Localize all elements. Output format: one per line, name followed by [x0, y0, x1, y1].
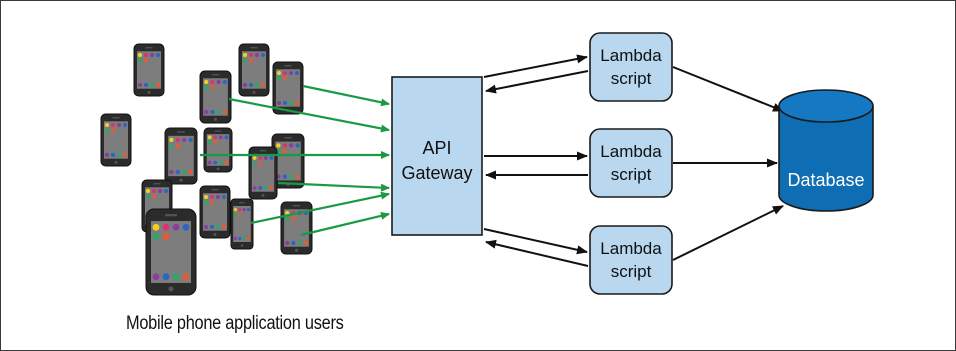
- arrow-lambda-top-to-gateway: [485, 70, 589, 94]
- lambda-middle-label-line1: Lambda: [600, 142, 662, 161]
- phone-icon: [248, 146, 278, 200]
- phone-icon: [199, 70, 232, 124]
- lambda-node-bottom: Lambda script: [589, 225, 673, 295]
- arrow-gateway-to-lambda-top: [483, 54, 588, 78]
- arrow-gateway-to-lambda-bottom: [483, 228, 588, 255]
- api-gateway-box: [391, 76, 483, 236]
- lambda-top-label-line1: Lambda: [600, 46, 662, 65]
- phone-icon: [100, 113, 132, 167]
- phone-icon: [271, 133, 305, 189]
- lambda-node-top: Lambda script: [589, 32, 673, 102]
- arrow-lambda-bottom-to-database: [672, 205, 784, 261]
- mobile-phones-group: [100, 43, 313, 296]
- lambda-middle-label-line2: script: [611, 165, 652, 184]
- lambda-box-bottom: [589, 225, 673, 295]
- phone-icon: [133, 43, 165, 97]
- green-arrow: [277, 181, 390, 192]
- green-arrow: [300, 211, 390, 237]
- phone-icon: [238, 43, 270, 97]
- gateway-lambda-arrows: [483, 54, 589, 267]
- api-gateway-label-line1: API: [422, 138, 451, 158]
- api-gateway-label-line2: Gateway: [401, 163, 472, 183]
- arrow-lambda-top-to-database: [672, 66, 784, 112]
- database-node: Database: [778, 89, 874, 212]
- green-arrow: [250, 191, 390, 225]
- arrow-lambda-bottom-to-gateway: [485, 239, 589, 267]
- phone-to-gateway-arrows: [200, 84, 390, 237]
- phone-icon: [280, 201, 313, 255]
- lambda-bottom-label-line1: Lambda: [600, 239, 662, 258]
- lambda-box-top: [589, 32, 673, 102]
- phone-icon: [272, 61, 304, 115]
- green-arrow: [228, 97, 390, 133]
- phone-icon: [164, 127, 198, 185]
- phone-icon: [203, 127, 233, 173]
- phone-icon: [230, 198, 254, 250]
- database-cylinder-top: [778, 89, 874, 123]
- lambda-database-arrows: [672, 66, 784, 261]
- phone-icon: [145, 208, 197, 296]
- lambda-top-label-line2: script: [611, 69, 652, 88]
- lambda-node-middle: Lambda script: [589, 128, 673, 198]
- lambda-bottom-label-line2: script: [611, 262, 652, 281]
- api-gateway-node: API Gateway: [391, 76, 483, 236]
- lambda-box-middle: [589, 128, 673, 198]
- phone-icon: [199, 185, 231, 239]
- green-arrow: [302, 84, 390, 107]
- phone-users-caption: Mobile phone application users: [126, 313, 344, 334]
- database-cylinder-body: [778, 106, 874, 212]
- database-label: Database: [787, 170, 864, 190]
